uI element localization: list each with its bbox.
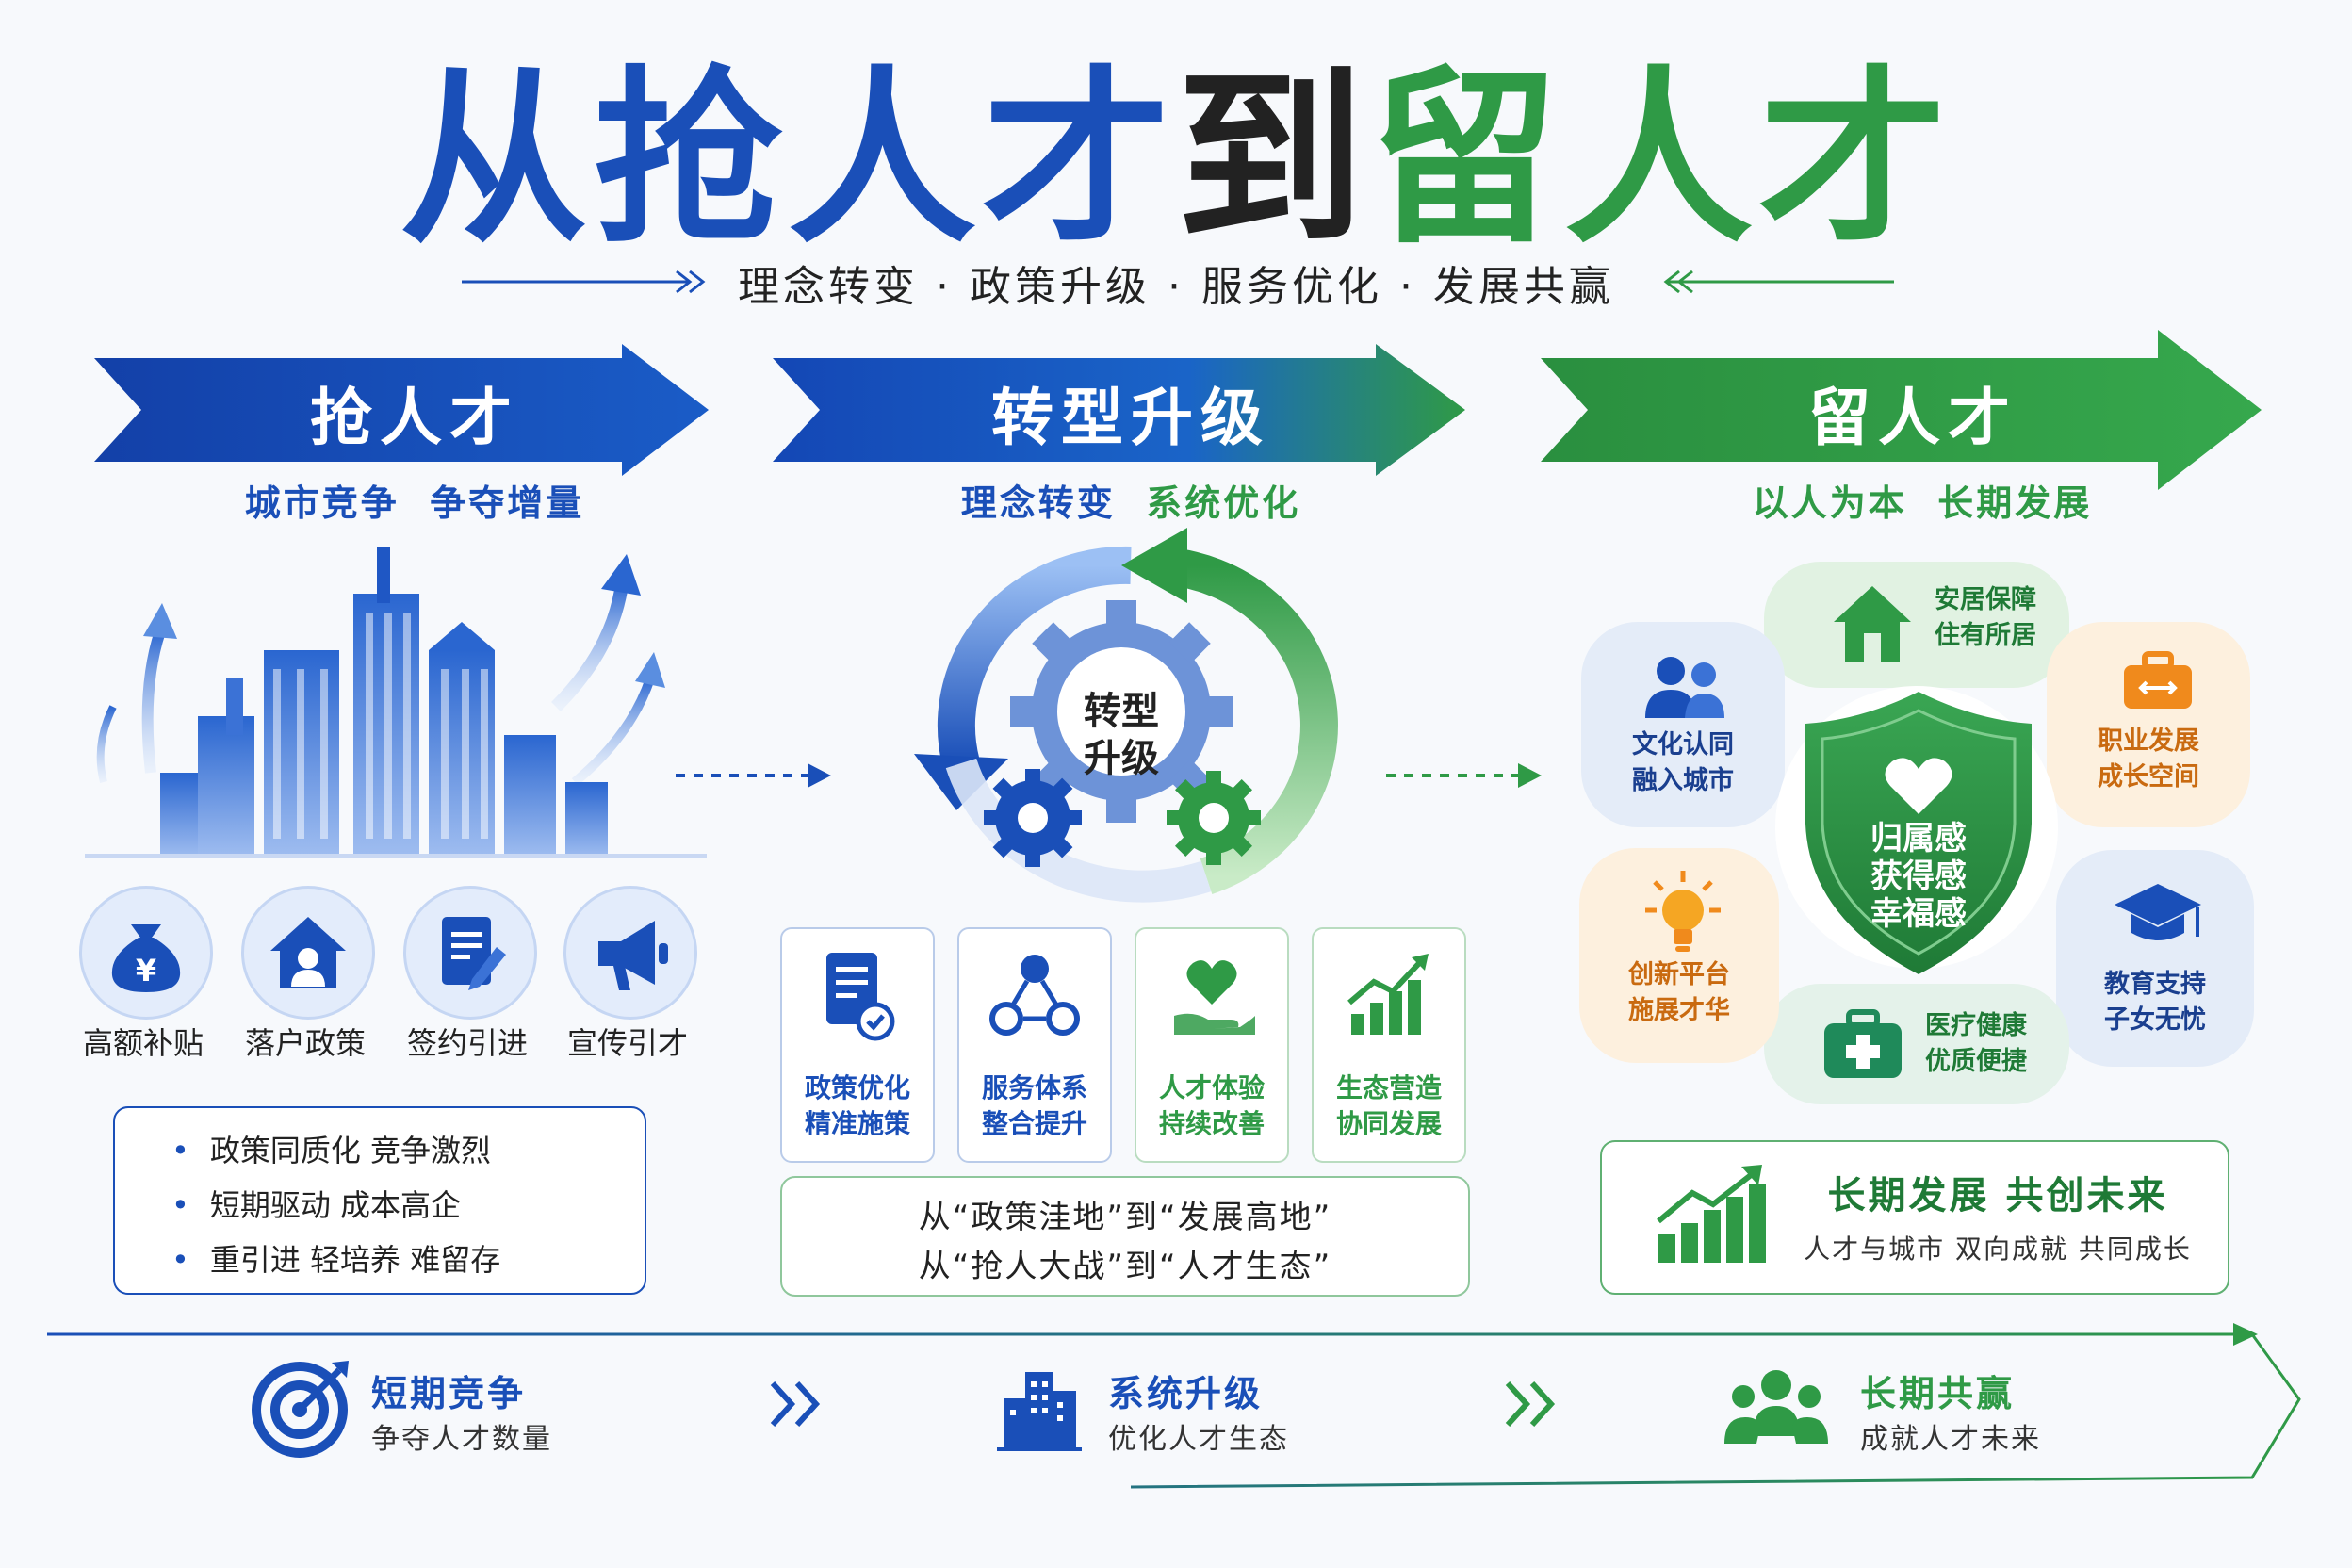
lightbulb-icon — [1645, 871, 1721, 952]
chevron-icon — [770, 1380, 821, 1428]
stage-grab-sub: 城市竞争 争夺增量 — [244, 482, 585, 524]
quote-line-1: 从“政策洼地”到“发展高地” — [918, 1199, 1332, 1236]
home-icon — [1834, 586, 1911, 662]
svg-text:¥: ¥ — [136, 953, 156, 988]
group-icon — [1724, 1370, 1828, 1444]
quote-line-2: 从“抢人大战”到“人才生态” — [918, 1248, 1332, 1285]
petal-medical: 医疗健康优质便捷 — [1764, 984, 2069, 1104]
petal-culture: 文化认同融入城市 — [1581, 622, 1785, 827]
issue-item: 政策同质化 竞争激烈 — [172, 1127, 491, 1170]
card-policy: 政策优化 精准施策 — [780, 927, 935, 1163]
timeline-step2-title: 系统升级 — [1108, 1373, 1264, 1414]
timeline-step1-title: 短期竞争 — [371, 1373, 527, 1414]
petal-housing: 安居保障住有所居 — [1764, 562, 2069, 688]
title-part-to: 到 — [1175, 50, 1370, 270]
future-title: 长期发展 共创未来 — [1827, 1174, 2168, 1217]
issue-item: 短期驱动 成本高企 — [172, 1182, 461, 1225]
heart-hand-icon — [1174, 960, 1255, 1035]
timeline-track — [47, 1323, 2301, 1489]
petal-innovation: 创新平台施展才华 — [1579, 848, 1779, 1063]
shield-text: 归属感 获得感 幸福感 — [1870, 820, 1967, 933]
card-experience-line2: 持续改善 — [1158, 1108, 1265, 1139]
page-title: 从抢人才到留人才 — [0, 57, 2352, 264]
transform-to-retain-arrow — [1386, 763, 1542, 788]
banner-grab-label: 抢人才 — [310, 382, 519, 454]
card-ecology: 生态营造 协同发展 — [1312, 927, 1466, 1163]
promo-circle — [564, 886, 697, 1020]
grab-to-transform-arrow — [676, 763, 831, 788]
subsidy-circle: ¥ — [79, 886, 213, 1020]
sign-label: 签约引进 — [406, 1025, 528, 1061]
document-sign-icon — [442, 917, 506, 990]
target-icon — [252, 1361, 349, 1458]
timeline-step1-sub: 争夺人才数量 — [371, 1423, 552, 1456]
hukou-circle — [241, 886, 375, 1020]
timeline-step2-sub: 优化人才生态 — [1108, 1423, 1289, 1456]
stage-transform-sub: 理念转变 系统优化 — [960, 482, 1301, 524]
megaphone-icon — [598, 921, 668, 990]
people-icon — [1645, 657, 1724, 718]
grab-issues-box: 政策同质化 竞争激烈 短期驱动 成本高企 重引进 轻培养 难留存 — [113, 1106, 646, 1295]
banner-transform-label: 转型升级 — [991, 382, 1270, 454]
transform-quote-box: 从“政策洼地”到“发展高地” 从“抢人大战”到“人才生态” — [780, 1176, 1470, 1297]
card-experience-line1: 人才体验 — [1158, 1072, 1265, 1103]
shield-icon — [1805, 692, 2032, 974]
card-ecology-line2: 协同发展 — [1335, 1108, 1442, 1139]
house-person-icon — [270, 917, 346, 988]
card-service-line2: 整合提升 — [981, 1108, 1087, 1139]
briefcase-icon — [2124, 651, 2192, 709]
money-bag-icon: ¥ — [111, 924, 181, 992]
banner-transform — [773, 344, 1465, 476]
promo-label: 宣传引才 — [566, 1025, 688, 1061]
medical-kit-icon — [1824, 1009, 1902, 1078]
subtitle: 理念转变 · 政策升级 · 服务优化 · 发展共赢 — [738, 263, 1614, 311]
sign-circle — [403, 886, 537, 1020]
main-gear-icon — [1010, 600, 1233, 823]
subsidy-label: 高额补贴 — [82, 1025, 204, 1061]
timeline-step3-title: 长期共赢 — [1860, 1373, 2016, 1414]
issue-item: 重引进 轻培养 难留存 — [172, 1236, 500, 1280]
buildings-icon — [997, 1372, 1082, 1451]
card-policy-line1: 政策优化 — [804, 1072, 910, 1103]
growth-chart-icon — [1348, 954, 1429, 1035]
graduation-cap-icon — [2115, 884, 2201, 940]
subtitle-arrows — [462, 270, 1894, 294]
banner-retain-label: 留人才 — [1808, 382, 2017, 454]
card-policy-line2: 精准施策 — [804, 1108, 910, 1139]
petal-education: 教育支持子女无忧 — [2056, 850, 2254, 1067]
title-part-grab: 从抢人才 — [399, 50, 1176, 270]
rising-bars-icon — [1657, 1165, 1766, 1263]
gear-center-text: 转型 升级 — [1084, 690, 1159, 780]
heart-icon — [1885, 758, 1952, 814]
future-sub: 人才与城市 双向成就 共同成长 — [1804, 1233, 2192, 1265]
stage-retain-sub: 以人为本 长期发展 — [1752, 482, 2093, 524]
card-ecology-line1: 生态营造 — [1335, 1072, 1442, 1103]
stage-banners — [94, 330, 2262, 490]
hukou-label: 落户政策 — [244, 1025, 366, 1061]
banner-grab — [94, 344, 709, 476]
card-experience: 人才体验 持续改善 — [1135, 927, 1289, 1163]
small-gear-blue-icon — [984, 769, 1082, 867]
policy-doc-icon — [826, 953, 895, 1041]
timeline-step3-sub: 成就人才未来 — [1860, 1423, 2041, 1456]
small-gear-green-icon — [1167, 771, 1261, 865]
card-service-line1: 服务体系 — [981, 1072, 1087, 1103]
transform-cycle — [914, 528, 1338, 903]
network-icon — [989, 955, 1080, 1036]
petal-career: 职业发展成长空间 — [2047, 622, 2250, 827]
banner-retain — [1541, 330, 2262, 490]
card-service: 服务体系 整合提升 — [957, 927, 1112, 1163]
future-box: 长期发展 共创未来 人才与城市 双向成就 共同成长 — [1600, 1140, 2230, 1295]
city-skyline-illustration — [85, 547, 707, 858]
chevron-icon — [1505, 1380, 1556, 1428]
title-part-retain: 留人才 — [1370, 50, 1953, 270]
